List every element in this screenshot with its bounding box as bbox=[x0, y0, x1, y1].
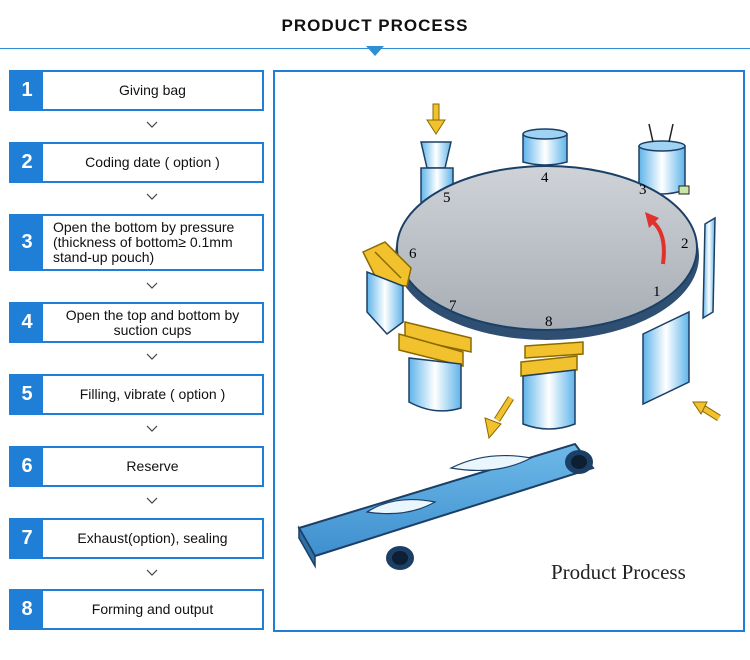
station-3-bag bbox=[638, 123, 690, 195]
station-label-1: 1 bbox=[653, 284, 661, 300]
step-number: 3 bbox=[11, 216, 43, 269]
step-label: Coding date ( option ) bbox=[85, 154, 220, 170]
station-label-6: 6 bbox=[409, 246, 417, 262]
chevron-down-icon bbox=[146, 497, 158, 504]
step-6: 6 Reserve bbox=[9, 446, 264, 487]
station-label-5: 5 bbox=[443, 190, 451, 206]
header-arrow-icon bbox=[366, 46, 384, 56]
output-arrow-icon bbox=[484, 396, 514, 440]
rotation-arrow-icon bbox=[645, 212, 666, 265]
step-number: 4 bbox=[11, 304, 43, 341]
step-5: 5 Filling, vibrate ( option ) bbox=[9, 374, 264, 415]
chevron-down-icon bbox=[146, 569, 158, 576]
step-label: Reserve bbox=[126, 458, 179, 474]
page-title: PRODUCT PROCESS bbox=[281, 16, 469, 35]
diagram-caption: Product Process bbox=[551, 560, 686, 584]
station-7-clamp bbox=[398, 321, 472, 412]
station-label-4: 4 bbox=[541, 170, 549, 186]
conveyor-belt bbox=[297, 442, 595, 570]
chevron-down-icon bbox=[146, 425, 158, 432]
step-8: 8 Forming and output bbox=[9, 589, 264, 630]
rotary-machine-illustration: 1 2 3 4 5 6 7 8 bbox=[297, 103, 721, 570]
step-3: 3 Open the bottom by pressure (thickness… bbox=[9, 214, 264, 271]
rotary-plate bbox=[395, 165, 699, 340]
step-number: 1 bbox=[11, 72, 43, 109]
step-label: Filling, vibrate ( option ) bbox=[79, 386, 226, 402]
chevron-down-icon bbox=[146, 282, 158, 289]
chevron-down-icon bbox=[146, 121, 158, 128]
station-label-2: 2 bbox=[681, 236, 689, 252]
step-number: 2 bbox=[11, 144, 43, 181]
step-number: 6 bbox=[11, 448, 43, 485]
step-label: Exhaust(option), sealing bbox=[77, 530, 228, 546]
step-label: Open the top and bottom by suction cups bbox=[65, 306, 240, 338]
step-label: Giving bag bbox=[119, 82, 186, 98]
station-4-bag bbox=[522, 128, 568, 166]
step-label: Open the bottom by pressure (thickness o… bbox=[53, 219, 235, 265]
step-label: Forming and output bbox=[91, 601, 214, 617]
step-2: 2 Coding date ( option ) bbox=[9, 142, 264, 183]
station-label-8: 8 bbox=[545, 314, 553, 330]
station-6-clamp bbox=[361, 241, 412, 336]
station-label-3: 3 bbox=[639, 182, 647, 198]
step-1: 1 Giving bag bbox=[9, 70, 264, 111]
station-8-clamp bbox=[520, 341, 584, 430]
step-number: 7 bbox=[11, 520, 43, 557]
step-number: 8 bbox=[11, 591, 43, 628]
step-4: 4 Open the top and bottom by suction cup… bbox=[9, 302, 264, 343]
station-2-bag bbox=[702, 216, 716, 320]
station-label-7: 7 bbox=[449, 298, 457, 314]
bag-feed-arrow-icon bbox=[692, 401, 721, 421]
chevron-down-icon bbox=[146, 193, 158, 200]
header: PRODUCT PROCESS bbox=[0, 0, 750, 60]
step-7: 7 Exhaust(option), sealing bbox=[9, 518, 264, 559]
station-1-bag bbox=[642, 310, 690, 406]
step-number: 5 bbox=[11, 376, 43, 413]
chevron-down-icon bbox=[146, 353, 158, 360]
process-diagram: 1 2 3 4 5 6 7 8 Product Process bbox=[273, 70, 745, 632]
